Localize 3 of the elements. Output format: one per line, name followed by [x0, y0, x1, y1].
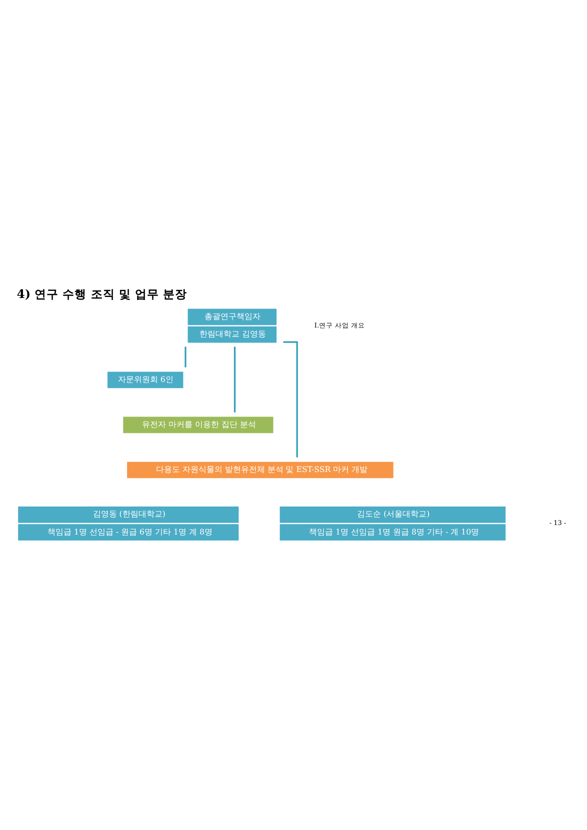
connector: [184, 346, 186, 367]
diagram-title: 4) 연구 수행 조직 및 업무 분장: [16, 286, 188, 300]
connector: [234, 346, 236, 412]
